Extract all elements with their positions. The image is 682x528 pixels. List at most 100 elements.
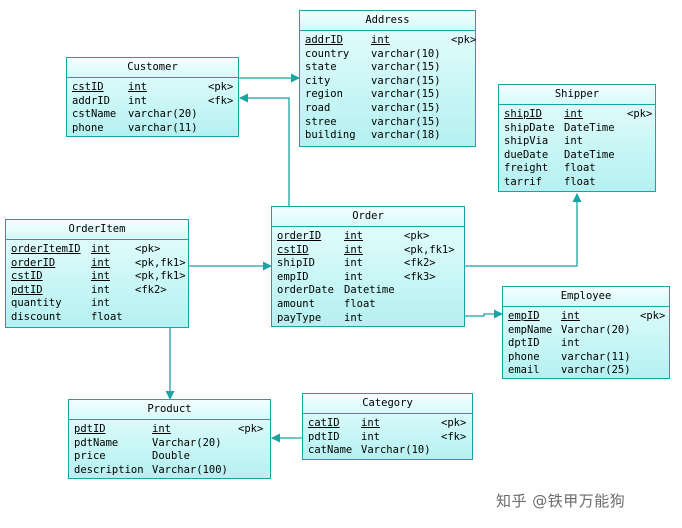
attribute-name: dptID	[508, 337, 540, 350]
attribute-type: varchar(11)	[561, 350, 631, 363]
attribute-row: road varchar(15)	[305, 102, 470, 116]
attribute-name: orderID	[277, 230, 322, 242]
attribute-name: stree	[305, 115, 337, 128]
attribute-row: addrID int <fk>	[72, 95, 233, 109]
attribute-type: int	[91, 297, 110, 310]
attribute-type: int	[564, 108, 583, 120]
attribute-row: amount float	[277, 298, 459, 312]
attribute-name: orderID	[11, 256, 56, 269]
attribute-key: <fk2>	[404, 257, 436, 270]
entity-title: Address	[300, 11, 475, 31]
attribute-row: cstID int <pk,fk1>	[11, 270, 186, 284]
attribute-key: <fk>	[208, 94, 234, 107]
attribute-key: <pk>	[238, 423, 264, 435]
attribute-type: Varchar(10)	[361, 444, 431, 457]
attribute-name: discount	[11, 310, 62, 323]
attribute-type: float	[91, 310, 123, 323]
attribute-type: varchar(18)	[371, 129, 441, 142]
entity-title: Category	[303, 394, 472, 414]
attribute-name: region	[305, 88, 343, 101]
attribute-type: int	[128, 94, 147, 107]
attribute-name: payType	[277, 311, 322, 324]
watermark-text: 知乎 @铁甲万能狗	[496, 492, 626, 510]
attribute-name: building	[305, 129, 356, 142]
attribute-type: DateTime	[564, 148, 615, 161]
attribute-type: DateTime	[564, 121, 615, 134]
attribute-name: amount	[277, 297, 315, 310]
attribute-type: float	[564, 175, 596, 188]
attribute-type: varchar(15)	[371, 101, 441, 114]
attribute-name: shipID	[504, 108, 542, 120]
attribute-type: int	[344, 311, 363, 324]
entity-title: Employee	[503, 287, 669, 307]
attribute-name: cstID	[72, 81, 104, 93]
attribute-row: shipID int <pk>	[504, 108, 653, 122]
attribute-name: country	[305, 47, 350, 60]
attribute-key: <pk>	[404, 230, 430, 242]
attribute-name: addrID	[72, 94, 110, 107]
attribute-key: <pk>	[627, 108, 653, 120]
entity-title: Shipper	[499, 85, 655, 105]
attribute-key: <fk3>	[404, 270, 436, 283]
attribute-name: road	[305, 101, 331, 114]
attribute-type: int	[361, 430, 380, 443]
attribute-type: Double	[152, 450, 190, 463]
attribute-type: int	[344, 270, 363, 283]
attribute-row: quantity int	[11, 297, 183, 311]
attribute-type: int	[91, 270, 110, 283]
attribute-name: pdtID	[11, 283, 43, 296]
attribute-key: <pk,fk1>	[135, 270, 186, 283]
attribute-type: int	[91, 256, 110, 269]
attribute-type: Varchar(20)	[561, 323, 631, 336]
attribute-name: price	[74, 450, 106, 463]
attribute-name: quantity	[11, 297, 62, 310]
attribute-type: varchar(20)	[128, 108, 198, 121]
attribute-key: <pk>	[441, 417, 467, 429]
attribute-type: Varchar(20)	[152, 436, 222, 449]
attribute-name: dueDate	[504, 148, 549, 161]
entity-title: OrderItem	[6, 220, 188, 240]
attribute-row: building varchar(18)	[305, 129, 470, 143]
attribute-name: email	[508, 364, 540, 377]
attribute-name: pdtID	[74, 423, 106, 435]
attribute-type: int	[371, 34, 390, 46]
attribute-name: phone	[72, 121, 104, 134]
attribute-type: int	[361, 417, 380, 429]
attribute-name: empID	[508, 310, 540, 322]
attribute-name: cstID	[11, 270, 43, 283]
attribute-type: float	[344, 297, 376, 310]
attribute-type: int	[91, 243, 110, 255]
attribute-type: int	[128, 81, 147, 93]
attribute-key: <pk>	[208, 81, 234, 93]
attribute-key: <pk>	[135, 243, 161, 255]
attribute-name: freight	[504, 162, 549, 175]
attribute-name: cstID	[277, 243, 309, 256]
attribute-name: orderDate	[277, 284, 334, 297]
attribute-key: <pk,fk1>	[404, 243, 455, 256]
